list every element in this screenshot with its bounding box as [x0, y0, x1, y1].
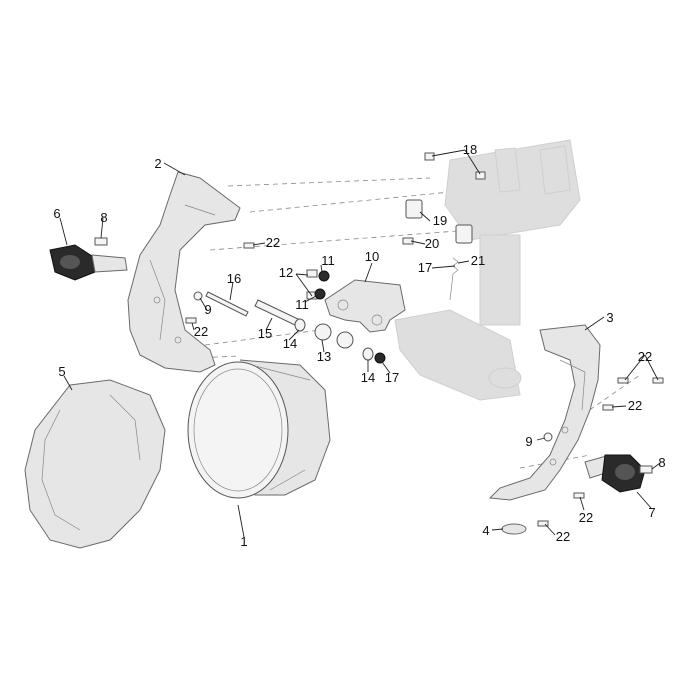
- callout-22-low-right: 22: [579, 510, 593, 525]
- callout-2: 2: [154, 156, 161, 171]
- callout-9-right: 9: [525, 434, 532, 449]
- callout-22-bottom-right: 22: [556, 529, 570, 544]
- callout-labels: 1 2 3 4 5 6 7 8 8 9 9 10 11 11 12 13 14 …: [53, 142, 665, 549]
- steering-head-ghost: [394, 139, 581, 401]
- left-turn-indicator: [49, 244, 128, 281]
- callout-8-right: 8: [658, 455, 665, 470]
- callout-14-right: 14: [361, 370, 375, 385]
- left-headlight-bracket: [127, 171, 241, 373]
- callout-7: 7: [648, 505, 655, 520]
- headlight-frame: [24, 379, 166, 549]
- callout-17-upper: 17: [418, 260, 432, 275]
- callout-15: 15: [258, 326, 272, 341]
- leader-lines: [59, 149, 661, 538]
- callout-22-mid-left: 22: [194, 324, 208, 339]
- callout-22-top-right: 22: [638, 349, 652, 364]
- callout-4: 4: [482, 523, 489, 538]
- callout-1: 1: [240, 534, 247, 549]
- callout-22-top-left: 22: [266, 235, 280, 250]
- callout-19: 19: [433, 213, 447, 228]
- callout-16: 16: [227, 271, 241, 286]
- callout-3: 3: [606, 310, 613, 325]
- callout-22-mid-right: 22: [628, 398, 642, 413]
- callout-11-upper: 11: [321, 253, 335, 268]
- callout-9-left: 9: [204, 302, 211, 317]
- right-turn-indicator: [584, 454, 646, 493]
- callout-18: 18: [463, 142, 477, 157]
- callout-21: 21: [471, 253, 485, 268]
- callout-11-lower: 11: [295, 297, 309, 312]
- callout-12: 12: [279, 265, 293, 280]
- mounting-plate-bracket: [324, 279, 406, 333]
- right-headlight-bracket: [488, 324, 601, 501]
- callout-20: 20: [425, 236, 439, 251]
- callout-10: 10: [365, 249, 379, 264]
- callout-6: 6: [53, 206, 60, 221]
- callout-5: 5: [58, 364, 65, 379]
- callout-14-left: 14: [283, 336, 297, 351]
- callout-13: 13: [317, 349, 331, 364]
- hardware: [94, 152, 664, 535]
- callout-17-lower: 17: [385, 370, 399, 385]
- headlight-unit: [187, 359, 331, 499]
- callout-8-left: 8: [100, 210, 107, 225]
